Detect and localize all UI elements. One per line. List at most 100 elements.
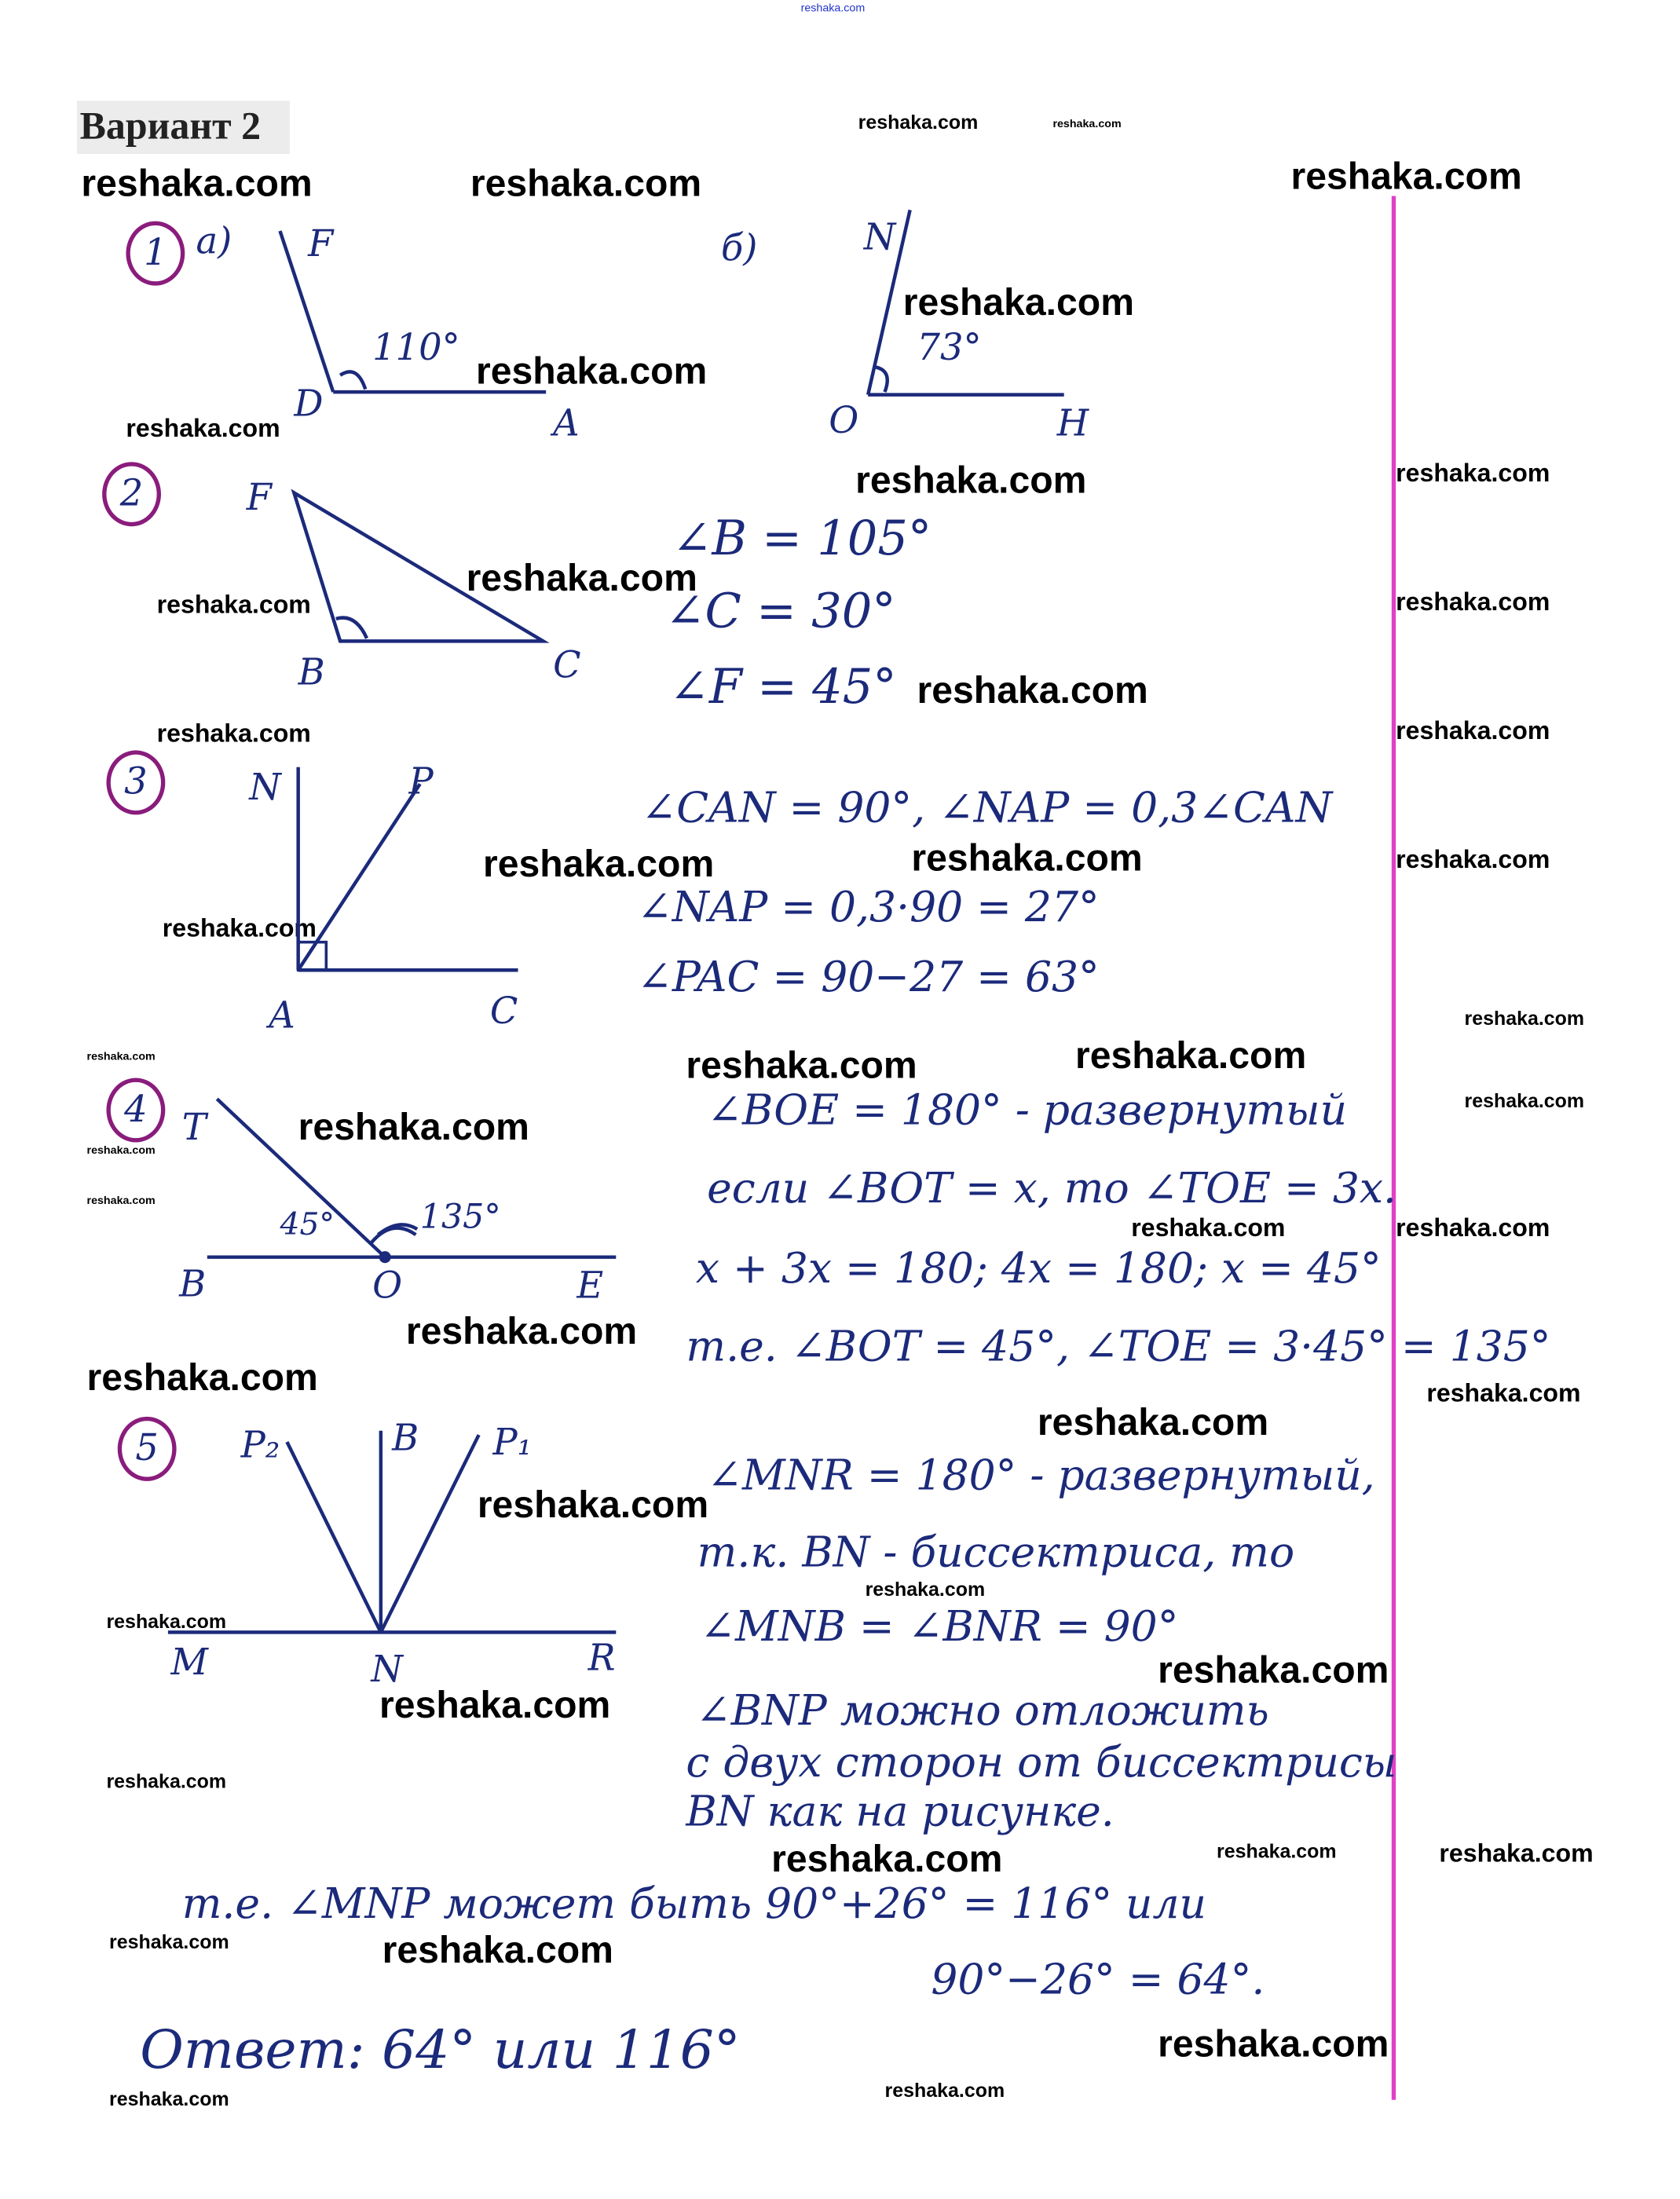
watermark: reshaka.com	[162, 913, 317, 942]
solution-line: ∠F = 45°	[669, 659, 897, 715]
point-label: N	[863, 217, 896, 259]
angle-label: 135°	[419, 1197, 501, 1236]
watermark: reshaka.com	[800, 1, 866, 14]
watermark: reshaka.com	[86, 1356, 318, 1399]
point-label: A	[553, 403, 580, 445]
watermark: reshaka.com	[1290, 155, 1522, 198]
solution-line: ∠MNB = ∠BNR = 90°	[700, 1602, 1179, 1652]
problem-number-4: 4	[106, 1078, 166, 1143]
solution-line: ∠MNR = 180° - развернутый,	[707, 1451, 1375, 1501]
diagram-1b	[866, 209, 1064, 397]
point-label: E	[576, 1265, 604, 1308]
watermark: reshaka.com	[1396, 1213, 1550, 1242]
point-label: H	[1056, 403, 1089, 445]
watermark: reshaka.com	[477, 1484, 709, 1526]
point-label: B	[179, 1264, 207, 1307]
solution-line: т.е. ∠BOT = 45°, ∠TOE = 3·45° = 135°	[686, 1323, 1551, 1372]
solution-line: ∠BOE = 180° - развернутый	[707, 1086, 1348, 1136]
point-label: B	[392, 1418, 419, 1461]
diagram-2	[291, 488, 550, 643]
angle-label: 110°	[372, 327, 460, 370]
watermark: reshaka.com	[902, 281, 1135, 324]
watermark: reshaka.com	[884, 2079, 1005, 2102]
watermark: reshaka.com	[855, 459, 1087, 502]
watermark: reshaka.com	[126, 414, 280, 443]
solution-line: ∠C = 30°	[664, 584, 896, 640]
watermark: reshaka.com	[1464, 1089, 1585, 1112]
watermark: reshaka.com	[86, 1049, 156, 1063]
watermark: reshaka.com	[379, 1684, 611, 1726]
point-label: P	[408, 761, 434, 804]
watermark: reshaka.com	[865, 1577, 986, 1601]
point-label: C	[489, 991, 518, 1034]
watermark: reshaka.com	[1439, 1839, 1594, 1868]
watermark: reshaka.com	[86, 1194, 156, 1207]
watermark: reshaka.com	[1396, 459, 1550, 488]
point-label: B	[298, 652, 325, 695]
watermark: reshaka.com	[106, 1609, 227, 1633]
point-label: C	[553, 645, 581, 688]
diagram-4	[207, 1097, 617, 1264]
point-label: M	[170, 1641, 208, 1685]
watermark: reshaka.com	[482, 843, 715, 885]
solution-line: x + 3x = 180; 4x = 180; x = 45°	[695, 1244, 1382, 1294]
watermark: reshaka.com	[1426, 1378, 1581, 1407]
watermark: reshaka.com	[686, 1044, 917, 1087]
margin-line	[1391, 196, 1396, 2100]
watermark: reshaka.com	[1074, 1034, 1307, 1077]
watermark: reshaka.com	[86, 1143, 156, 1157]
point-label: F	[246, 477, 272, 520]
variant-title: Вариант 2	[77, 101, 290, 155]
point-label: T	[181, 1107, 207, 1150]
solution-line: с двух сторон от биссектрисы	[686, 1738, 1397, 1788]
watermark: reshaka.com	[156, 591, 311, 619]
solution-line: т.к. BN - биссектриса, то	[697, 1528, 1295, 1578]
watermark: reshaka.com	[771, 1838, 1003, 1880]
watermark: reshaka.com	[1052, 117, 1122, 130]
watermark: reshaka.com	[109, 1930, 229, 1953]
watermark: reshaka.com	[1131, 1213, 1286, 1242]
solution-line: ∠B = 105°	[672, 510, 932, 567]
diagram-3	[296, 767, 518, 972]
watermark: reshaka.com	[858, 110, 979, 134]
watermark: reshaka.com	[470, 162, 702, 205]
point-label: D	[294, 383, 324, 426]
problem-number-1: 1	[126, 221, 185, 286]
solution-line: если ∠BOT = x, то ∠TOE = 3x.	[707, 1165, 1397, 1214]
point-label: O	[372, 1265, 403, 1308]
diagram-1a	[278, 230, 547, 394]
watermark: reshaka.com	[156, 719, 311, 748]
point-label: P₁	[492, 1422, 533, 1465]
watermark: reshaka.com	[1158, 2022, 1389, 2065]
point-label: A	[269, 995, 295, 1037]
point-label: F	[308, 224, 334, 266]
angle-label: 45°	[280, 1208, 335, 1243]
watermark: reshaka.com	[476, 349, 708, 393]
watermark: reshaka.com	[1396, 716, 1550, 745]
watermark: reshaka.com	[1396, 587, 1550, 617]
solution-line: ∠CAN = 90°, ∠NAP = 0,3∠CAN	[641, 784, 1333, 833]
watermark: reshaka.com	[382, 1929, 613, 1971]
watermark: reshaka.com	[109, 2087, 229, 2110]
watermark: reshaka.com	[911, 836, 1143, 880]
watermark: reshaka.com	[106, 1769, 227, 1792]
watermark: reshaka.com	[1464, 1006, 1585, 1030]
answer-line: Ответ: 64° или 116°	[140, 2018, 741, 2080]
watermark: reshaka.com	[1396, 845, 1550, 874]
point-label: R	[587, 1637, 616, 1680]
point-label: O	[829, 400, 859, 443]
problem-number-3: 3	[106, 750, 166, 815]
watermark: reshaka.com	[1037, 1401, 1269, 1443]
watermark: reshaka.com	[298, 1106, 529, 1148]
watermark: reshaka.com	[917, 669, 1148, 712]
point-label: N	[249, 767, 281, 810]
solution-line: ∠NAP = 0,3·90 = 27°	[637, 883, 1100, 933]
problem-number-5: 5	[117, 1416, 177, 1481]
solution-line: 90°−26° = 64°.	[931, 1956, 1265, 2005]
solution-line: ∠PAC = 90−27 = 63°	[637, 953, 1100, 1003]
watermark: reshaka.com	[81, 162, 313, 205]
solution-line: т.е. ∠MNP может быть 90°+26° = 116° или	[181, 1879, 1207, 1930]
watermark: reshaka.com	[405, 1310, 638, 1352]
part-a-label: а)	[196, 221, 232, 264]
